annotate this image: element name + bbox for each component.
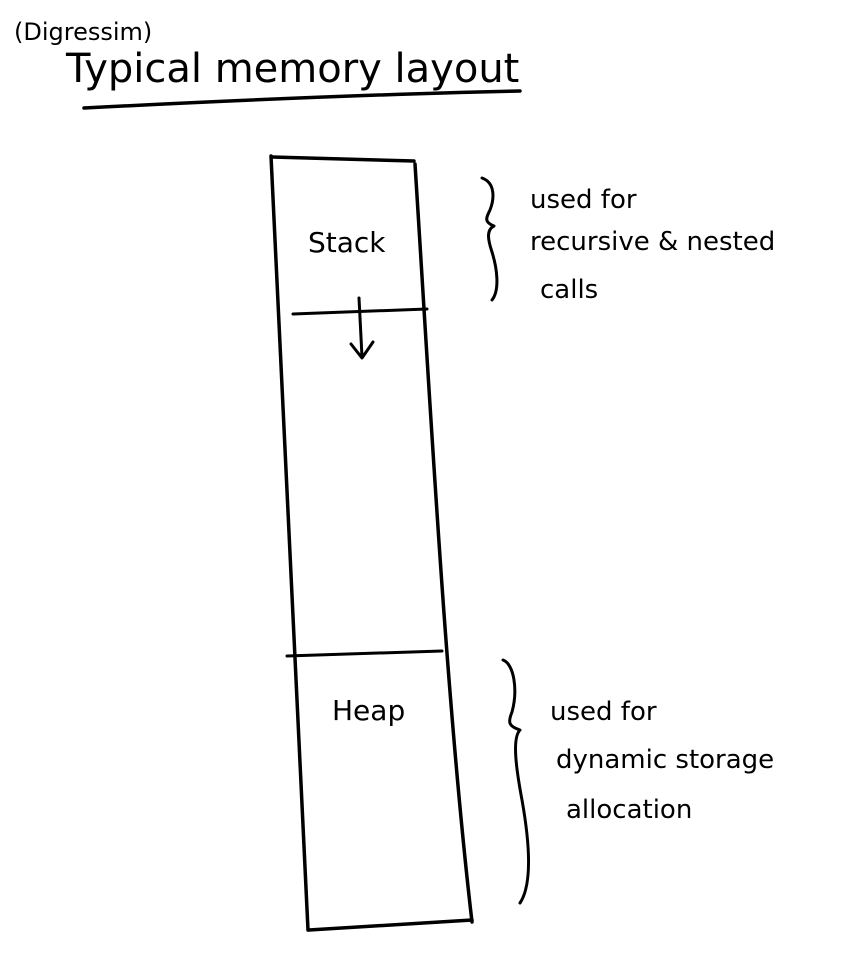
heap-annotation: used for dynamic storage allocation — [501, 658, 774, 905]
heap-note-line-3: allocation — [566, 795, 692, 825]
stack-annotation: used for recursive & nested calls — [480, 176, 775, 305]
heap-region: Heap — [285, 649, 444, 727]
heap-note-line-1: used for — [550, 697, 657, 727]
memory-column-right-edge — [413, 162, 474, 924]
memory-column-bottom-edge — [307, 918, 474, 932]
heap-boundary — [285, 649, 444, 658]
stack-region: Stack — [291, 226, 429, 360]
stack-note-line-1: used for — [530, 185, 637, 215]
heap-note-line-2: dynamic storage — [556, 745, 774, 775]
memory-column: Stack Heap — [269, 154, 474, 932]
memory-column-top-edge — [270, 155, 416, 163]
stack-brace — [480, 176, 499, 302]
stack-note-line-3: calls — [540, 275, 598, 305]
stack-growth-arrow — [349, 296, 375, 360]
memory-column-left-edge — [269, 154, 310, 932]
page-title: Typical memory layout — [65, 46, 519, 92]
heap-brace — [501, 658, 530, 905]
digression-note: (Digressim) — [14, 18, 152, 46]
title-underline — [82, 89, 522, 110]
stack-note-line-2: recursive & nested — [530, 227, 775, 257]
heap-label: Heap — [332, 694, 405, 727]
stack-label: Stack — [308, 226, 386, 259]
